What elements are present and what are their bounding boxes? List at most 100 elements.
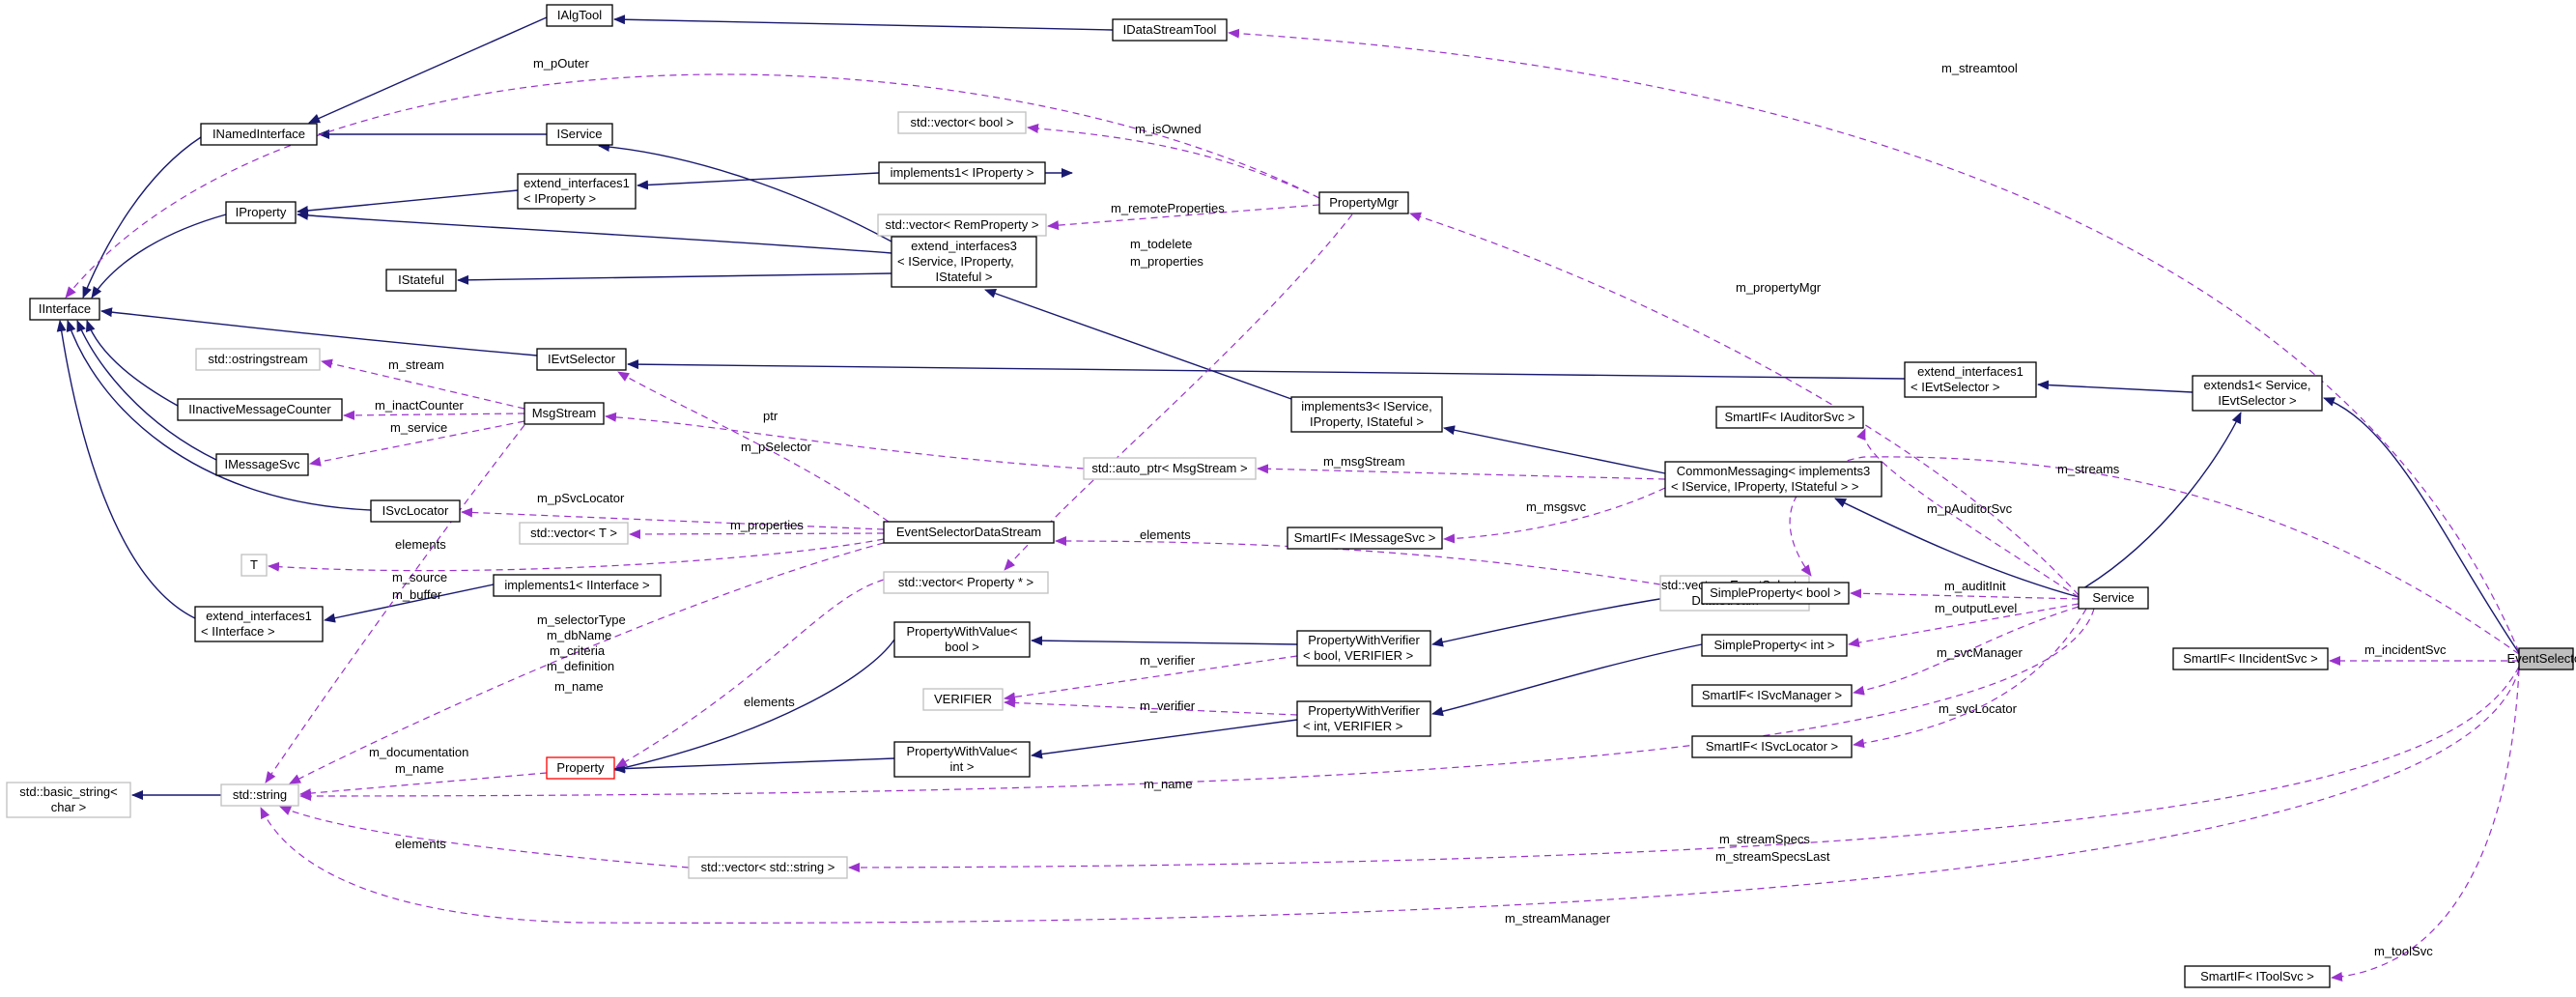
class-box[interactable] — [195, 348, 321, 371]
class-box[interactable] — [1296, 700, 1431, 737]
class-node-extif3[interactable]: extend_interfaces3< IService, IProperty,… — [891, 236, 1037, 288]
class-name-line: PropertyMgr — [1329, 195, 1399, 210]
class-box[interactable] — [225, 201, 297, 224]
inheritance-edge — [984, 288, 1292, 400]
class-node-vecpropptr[interactable]: std::vector< Property * > — [883, 571, 1049, 594]
class-box[interactable] — [2078, 586, 2149, 610]
class-box[interactable] — [877, 214, 1047, 237]
class-box[interactable] — [688, 856, 848, 879]
class-node-idatastreamtool[interactable]: IDataStreamTool — [1112, 18, 1228, 42]
class-box[interactable] — [893, 621, 1031, 658]
class-node-extifevtsel[interactable]: extend_interfaces1< IEvtSelector > — [1904, 361, 2037, 398]
class-box[interactable] — [517, 173, 637, 210]
class-box[interactable] — [385, 269, 457, 292]
class-box[interactable] — [878, 161, 1046, 185]
class-node-impl1iinterface[interactable]: implements1< IInterface > — [493, 574, 662, 597]
class-node-iservice[interactable]: IService — [546, 123, 613, 146]
class-box[interactable] — [897, 111, 1027, 134]
class-box[interactable] — [1691, 735, 1853, 758]
class-node-extifiinterface[interactable]: extend_interfaces1< IInterface > — [194, 606, 324, 642]
class-node-impl3[interactable]: implements3< IService,IProperty, IStatef… — [1290, 396, 1443, 433]
class-node-ievtselector[interactable]: IEvtSelector — [536, 348, 627, 371]
class-node-vect[interactable]: std::vector< T > — [519, 522, 629, 545]
class-box[interactable] — [1287, 527, 1443, 550]
class-node-simplepropbool[interactable]: SimpleProperty< bool > — [1701, 582, 1850, 605]
class-box[interactable] — [1701, 582, 1850, 605]
class-node-commonmessaging[interactable]: CommonMessaging< implements3< IService, … — [1664, 461, 1882, 498]
class-node-smartifsvcmgr[interactable]: SmartIF< ISvcManager > — [1691, 684, 1853, 707]
class-node-impl1iproperty[interactable]: implements1< IProperty > — [878, 161, 1046, 185]
class-box[interactable] — [2184, 965, 2331, 988]
class-box[interactable] — [524, 402, 605, 425]
class-box[interactable] — [546, 4, 613, 27]
class-node-pwvbool[interactable]: PropertyWithValue<bool > — [893, 621, 1031, 658]
class-node-pwverint[interactable]: PropertyWithVerifier< int, VERIFIER > — [1296, 700, 1431, 737]
class-node-autoptr[interactable]: std::auto_ptr< MsgStream > — [1083, 457, 1257, 480]
class-box[interactable] — [1083, 457, 1257, 480]
class-box[interactable] — [2172, 647, 2329, 670]
class-node-msgstream[interactable]: MsgStream — [524, 402, 605, 425]
class-box[interactable] — [1691, 684, 1853, 707]
class-box[interactable] — [883, 571, 1049, 594]
class-box[interactable] — [883, 521, 1055, 544]
class-node-pwvint[interactable]: PropertyWithValue<int > — [893, 741, 1031, 778]
class-box[interactable] — [6, 782, 131, 818]
class-box[interactable] — [1904, 361, 2037, 398]
class-node-iproperty[interactable]: IProperty — [225, 201, 297, 224]
class-node-smartifmsgsvc[interactable]: SmartIF< IMessageSvc > — [1287, 527, 1443, 550]
class-box[interactable] — [1701, 634, 1848, 657]
class-node-propertymgr[interactable]: PropertyMgr — [1318, 191, 1409, 214]
class-node-iinterface[interactable]: IInterface — [29, 298, 100, 321]
class-box[interactable] — [29, 298, 100, 321]
class-box[interactable] — [215, 453, 309, 476]
class-box[interactable] — [2518, 647, 2574, 670]
class-node-istateful[interactable]: IStateful — [385, 269, 457, 292]
class-node-eventselector[interactable]: EventSelector — [2507, 647, 2576, 670]
class-node-t[interactable]: T — [241, 554, 268, 577]
class-node-stdstring[interactable]: std::string — [220, 783, 299, 807]
class-node-ialgtool[interactable]: IAlgTool — [546, 4, 613, 27]
class-box[interactable] — [519, 522, 629, 545]
class-box[interactable] — [1715, 406, 1864, 429]
class-box[interactable] — [1296, 630, 1431, 667]
class-node-vecremprop[interactable]: std::vector< RemProperty > — [877, 214, 1047, 237]
class-node-vecbool[interactable]: std::vector< bool > — [897, 111, 1027, 134]
class-box[interactable] — [220, 783, 299, 807]
class-node-vecstring[interactable]: std::vector< std::string > — [688, 856, 848, 879]
class-node-iinactivemessagecounter[interactable]: IInactiveMessageCounter — [177, 398, 343, 421]
class-node-pwverbool[interactable]: PropertyWithVerifier< bool, VERIFIER > — [1296, 630, 1431, 667]
class-box[interactable] — [370, 499, 461, 523]
class-node-smartifsvcloc[interactable]: SmartIF< ISvcLocator > — [1691, 735, 1853, 758]
class-box[interactable] — [1290, 396, 1443, 433]
class-box[interactable] — [194, 606, 324, 642]
class-node-ostringstream[interactable]: std::ostringstream — [195, 348, 321, 371]
class-box[interactable] — [922, 688, 1004, 711]
class-box[interactable] — [200, 123, 318, 146]
class-node-extifprop[interactable]: extend_interfaces1< IProperty > — [517, 173, 637, 210]
class-node-evtseldatastream[interactable]: EventSelectorDataStream — [883, 521, 1055, 544]
class-node-verifier[interactable]: VERIFIER — [922, 688, 1004, 711]
class-node-smartifauditor[interactable]: SmartIF< IAuditorSvc > — [1715, 406, 1864, 429]
class-box[interactable] — [241, 554, 268, 577]
class-node-basicstring[interactable]: std::basic_string<char > — [6, 782, 131, 818]
class-box[interactable] — [546, 123, 613, 146]
class-box[interactable] — [893, 741, 1031, 778]
class-node-service[interactable]: Service — [2078, 586, 2149, 610]
class-box[interactable] — [536, 348, 627, 371]
class-node-extends1[interactable]: extends1< Service,IEvtSelector > — [2192, 375, 2323, 412]
class-node-simplepropint[interactable]: SimpleProperty< int > — [1701, 634, 1848, 657]
class-box[interactable] — [891, 236, 1037, 288]
class-box[interactable] — [177, 398, 343, 421]
class-box[interactable] — [2192, 375, 2323, 412]
class-node-smartifincident[interactable]: SmartIF< IIncidentSvc > — [2172, 647, 2329, 670]
class-node-property[interactable]: Property — [546, 756, 615, 780]
class-box[interactable] — [493, 574, 662, 597]
class-node-inamedinterface[interactable]: INamedInterface — [200, 123, 318, 146]
class-node-isvclocator[interactable]: ISvcLocator — [370, 499, 461, 523]
class-box[interactable] — [1664, 461, 1882, 498]
class-box[interactable] — [1112, 18, 1228, 42]
class-node-smartiftoolsvc[interactable]: SmartIF< IToolSvc > — [2184, 965, 2331, 988]
class-box[interactable] — [546, 756, 615, 780]
class-node-imessagesvc[interactable]: IMessageSvc — [215, 453, 309, 476]
class-box[interactable] — [1318, 191, 1409, 214]
